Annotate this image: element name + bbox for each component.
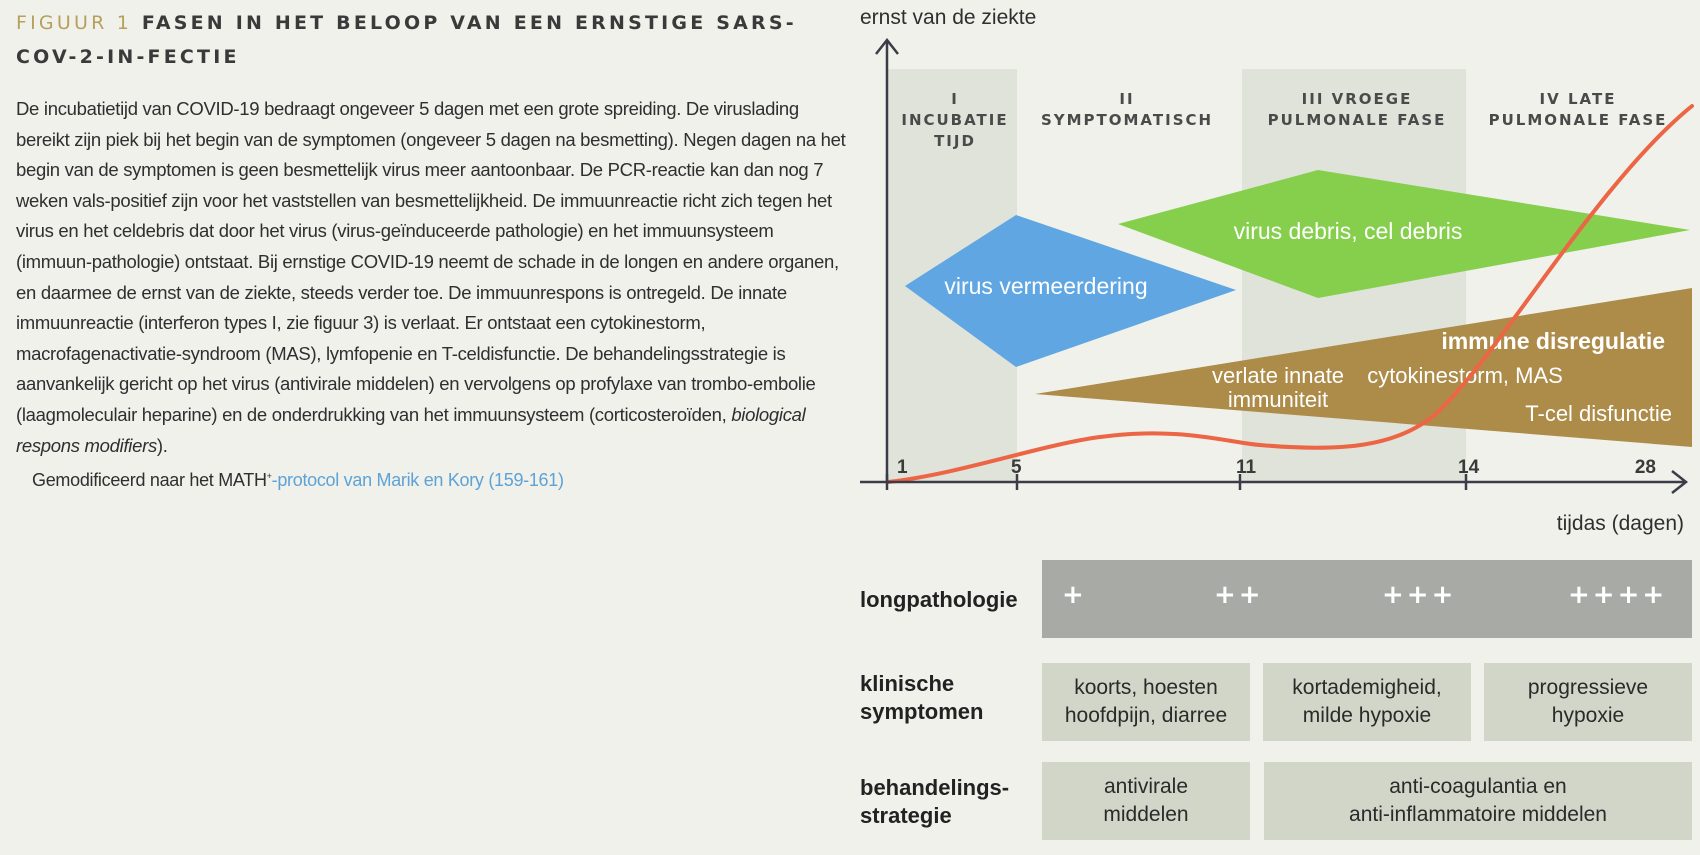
source-superscript: + <box>266 471 272 481</box>
symptom-box-late: progressieve hypoxie <box>1484 663 1692 741</box>
klinische-label-1: klinische <box>860 671 955 696</box>
y-axis-arrow <box>875 37 899 55</box>
klinische-label-2: symptomen <box>860 699 984 724</box>
source-note: Gemodificeerd naar het MATH+-protocol va… <box>32 470 564 491</box>
phase-3-numeral: III VROEGE <box>1302 90 1413 108</box>
phase-2-label: SYMPTOMATISCH <box>1041 111 1213 129</box>
pathology-level-1: + <box>1062 580 1087 610</box>
innate-label-2: immuniteit <box>1228 387 1328 412</box>
figure-title-text: FASEN IN HET BELOOP VAN EEN ERNSTIGE SAR… <box>16 12 797 68</box>
phase-1-label: INCUBATIE <box>901 111 1008 129</box>
tick-label-11: 11 <box>1236 457 1257 478</box>
behandeling-label-1: behandelings- <box>860 775 1010 800</box>
description-paragraph: De incubatietijd van COVID-19 bedraagt o… <box>16 94 852 461</box>
virus-label: virus vermeerdering <box>944 273 1147 299</box>
longpathologie-label: longpathologie <box>860 587 1018 612</box>
treatment-box-antiviral: antivirale middelen <box>1042 762 1250 840</box>
phase-3-label: PULMONALE FASE <box>1268 111 1447 129</box>
phase-1-label-2: TIJD <box>934 132 976 150</box>
symptom-box-early: koorts, hoesten hoofdpijn, diarree <box>1042 663 1250 741</box>
figure-title: FIGUUR 1 FASEN IN HET BELOOP VAN EEN ERN… <box>16 6 836 74</box>
row-label-behandelingsstrategie: behandelings- strategie <box>860 774 1009 830</box>
description-end: ). <box>156 434 168 456</box>
description-italic: biological respons modifiers <box>16 403 806 456</box>
tcell-label: T-cel disfunctie <box>1525 401 1672 426</box>
longpathologie-bar: + ++ +++ ++++ <box>1042 560 1692 638</box>
immune-disregulation-triangle <box>1035 288 1692 447</box>
x-axis-label: tijdas (dagen) <box>1557 512 1684 535</box>
source-link[interactable]: -protocol van Marik en Kory (159-161) <box>271 470 564 490</box>
description-text: De incubatietijd van COVID-19 bedraagt o… <box>16 98 846 425</box>
tick-label-14: 14 <box>1458 457 1480 478</box>
row-label-klinische-symptomen: klinische symptomen <box>860 670 983 726</box>
figure-label: FIGUUR 1 <box>16 12 132 34</box>
pathology-level-4: ++++ <box>1568 580 1668 610</box>
y-axis-label: ernst van de ziekte <box>860 6 1036 29</box>
phase-4-label: PULMONALE FASE <box>1489 111 1668 129</box>
pathology-level-3: +++ <box>1382 580 1457 610</box>
phase-4-numeral: IV LATE <box>1540 90 1617 108</box>
source-prefix: Gemodificeerd naar het MATH <box>32 470 267 490</box>
tick-label-5: 5 <box>1011 457 1022 478</box>
immune-title-label: immune disregulatie <box>1441 328 1665 354</box>
treatment-box-anticoagulant: anti-coagulantia en anti-inflammatoire m… <box>1264 762 1692 840</box>
tick-label-1: 1 <box>897 457 908 478</box>
tick-label-28: 28 <box>1635 457 1656 478</box>
phase-1-numeral: I <box>951 90 959 108</box>
debris-diamond <box>1118 170 1690 298</box>
debris-label: virus debris, cel debris <box>1234 218 1463 244</box>
virus-diamond <box>905 215 1236 367</box>
pathology-level-2: ++ <box>1214 580 1264 610</box>
severity-curve <box>886 104 1694 484</box>
x-axis-arrow <box>1671 470 1689 494</box>
phase-2-numeral: II <box>1119 90 1134 108</box>
innate-label-1: verlate innate <box>1212 363 1344 388</box>
behandeling-label-2: strategie <box>860 803 952 828</box>
row-label-longpathologie: longpathologie <box>860 586 1018 614</box>
symptom-box-mid: kortademigheid, milde hypoxie <box>1263 663 1471 741</box>
